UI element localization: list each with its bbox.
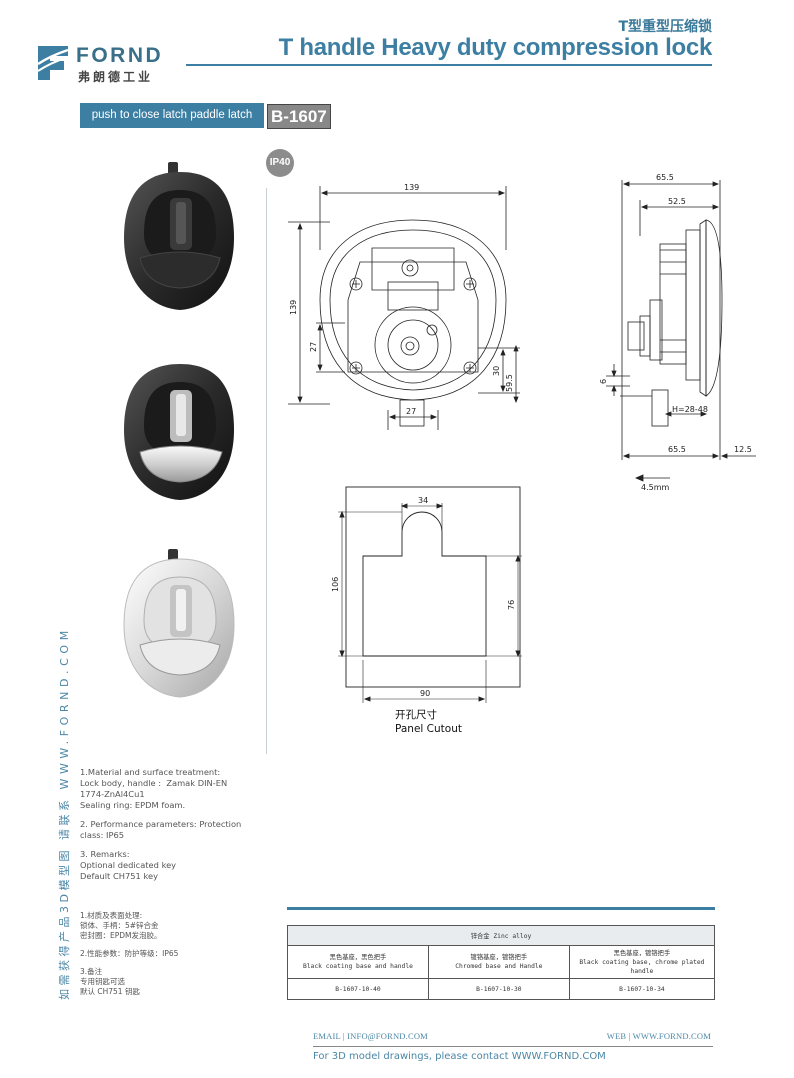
spec-line-cn: 密封圈：EPDM发泡胶。 <box>80 931 162 940</box>
fornd-logo-icon <box>37 46 69 80</box>
dim-cutout-76: 76 <box>507 600 516 610</box>
panel-cutout-label-cn: 开孔尺寸 <box>395 709 437 721</box>
dim-cutout-34: 34 <box>418 496 428 505</box>
table-row: B-1607-10-40 B-1607-10-30 B-1607-10-34 <box>287 978 716 1000</box>
table-cell: 黑色基座，镀铬把手 Black coating base, chrome pla… <box>568 945 716 979</box>
side-view-drawing <box>606 180 756 482</box>
variant-name-en: Black coating base and handle <box>302 963 413 970</box>
dim-cutout-106: 106 <box>331 577 340 592</box>
table-top-rule <box>287 907 715 910</box>
dim-side-52-5: 52.5 <box>668 197 686 206</box>
spec-line: class: IP65 <box>80 830 125 840</box>
spec-line-cn: 锁体、手柄：5#锌合金 <box>80 921 159 930</box>
variant-name-en: Black coating base, chrome plated handle <box>579 958 705 975</box>
specs-english: 1.Material and surface treatment: Lock b… <box>80 767 256 882</box>
product-model: B-1607 <box>267 104 331 129</box>
panel-cutout-drawing <box>338 486 522 703</box>
specs-chinese: 1.材质及表面处理: 锁体、手柄：5#锌合金 密封圈：EPDM发泡胶。 2.性能… <box>80 911 260 997</box>
brand-name: FORND <box>76 44 164 67</box>
table-row: 黑色基座，黑色把手 Black coating base and handle … <box>287 945 716 979</box>
dim-front-30: 30 <box>492 366 501 376</box>
dim-side-6: 6 <box>599 379 608 384</box>
table-cell: 黑色基座，黑色把手 Black coating base and handle <box>287 945 429 979</box>
spec-line-cn: 3.备注 <box>80 967 103 976</box>
variant-name-cn: 黑色基座，黑色把手 <box>329 954 387 961</box>
page-title: T handle Heavy duty compression lock <box>278 34 713 61</box>
variant-table: 锌合金 Zinc alloy 黑色基座，黑色把手 Black coating b… <box>287 925 716 1000</box>
product-photo-chrome <box>123 549 235 698</box>
spec-line: Default CH751 key <box>80 871 158 881</box>
dim-side-65-5-bottom: 65.5 <box>668 445 686 454</box>
spec-line: 2. Performance parameters: Protection <box>80 819 242 829</box>
bullet-dash: - <box>66 800 70 810</box>
table-cell: 镀铬基座，镀铬把手 Chromed base and Handle <box>427 945 570 979</box>
table-header-cell: 锌合金 Zinc alloy <box>287 925 715 946</box>
footer-email: EMAIL | INFO@FORND.COM <box>313 1031 428 1041</box>
spec-line: Lock body, handle : Zamak DIN-EN <box>80 778 228 788</box>
dim-front-height: 139 <box>289 300 298 315</box>
dim-front-27-bottom: 27 <box>406 407 416 416</box>
dim-front-27: 27 <box>309 342 318 352</box>
product-photo-black-chrome <box>124 364 234 500</box>
dim-side-4-5mm: 4.5mm <box>641 483 670 492</box>
dim-side-h-range: H=28-48 <box>672 405 708 414</box>
variant-name-cn: 黑色基座，镀铬把手 <box>613 949 671 957</box>
column-divider <box>266 188 267 754</box>
title-rule <box>186 64 712 66</box>
footer-contact: For 3D model drawings, please contact WW… <box>313 1051 606 1062</box>
spec-line-cn: 1.材质及表面处理: <box>80 911 143 920</box>
dim-side-65-5-top: 65.5 <box>656 173 674 182</box>
variant-code: B-1607-10-34 <box>568 978 716 1000</box>
footer-website: WEB | WWW.FORND.COM <box>606 1031 711 1041</box>
dim-side-12-5: 12.5 <box>734 445 752 454</box>
dim-front-59-5: 59.5 <box>505 374 514 392</box>
variant-name-en: Chromed base and Handle <box>455 963 543 970</box>
variant-name-cn: 镀铬基座，镀铬把手 <box>470 954 528 961</box>
panel-cutout-label: 开孔尺寸 Panel Cutout <box>395 708 462 736</box>
footer-rule <box>313 1046 713 1047</box>
ip-rating-badge: IP40 <box>266 149 294 177</box>
product-photo-black <box>124 162 234 310</box>
front-view-drawing <box>288 186 520 430</box>
spec-line: 1.Material and surface treatment: <box>80 767 221 777</box>
brand-name-cn: 弗朗德工业 <box>78 70 154 84</box>
dim-cutout-90: 90 <box>420 689 430 698</box>
spec-line: Sealing ring: EPDM foam. <box>80 800 186 810</box>
product-subtitle: push to close latch paddle latch <box>80 103 264 128</box>
panel-cutout-label-en: Panel Cutout <box>395 723 462 735</box>
spec-line-cn: 2.性能参数：防护等级：IP65 <box>80 949 179 958</box>
dim-front-width: 139 <box>404 183 419 192</box>
table-header-row: 锌合金 Zinc alloy <box>287 925 715 946</box>
page-title-cn: T型重型压缩锁 <box>618 19 712 35</box>
spec-line: Optional dedicated key <box>80 860 177 870</box>
variant-code: B-1607-10-40 <box>287 978 429 1000</box>
spec-line-cn: 专用钥匙可选 <box>80 977 125 986</box>
spec-line: 3. Remarks: <box>80 849 130 859</box>
spec-line: 1774-ZnAl4Cu1 <box>80 789 145 799</box>
variant-code: B-1607-10-30 <box>427 978 570 1000</box>
spec-line-cn: 默认 CH751 钥匙 <box>80 987 140 996</box>
